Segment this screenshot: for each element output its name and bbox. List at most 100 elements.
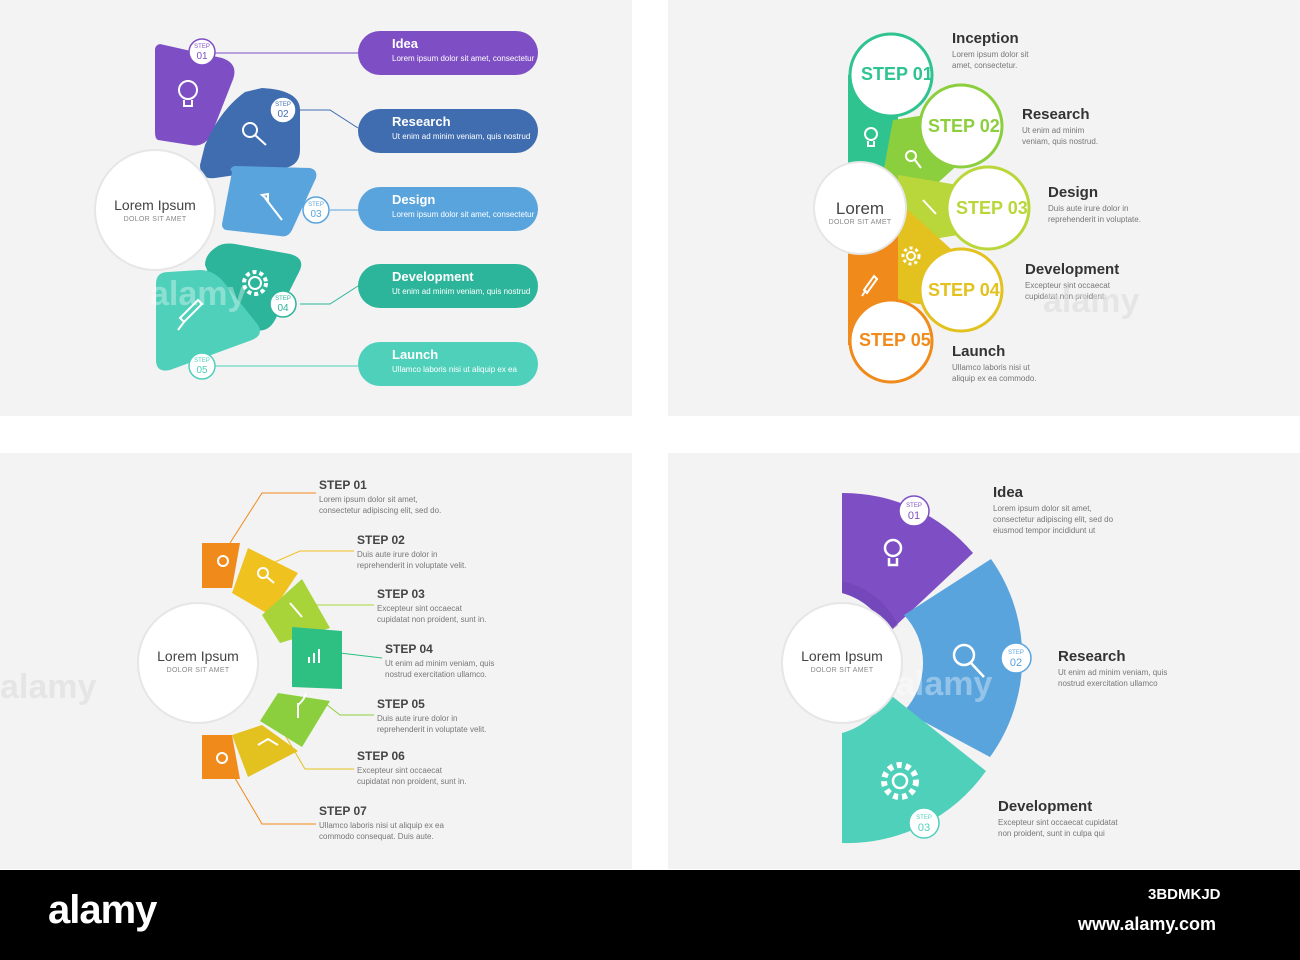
stock-footer-bar: alamy 3BDMKJD www.alamy.com [0, 870, 1300, 960]
pencil-icon [922, 199, 937, 215]
panel-4-graphic [781, 492, 1032, 844]
badge-word: STEP [1008, 650, 1024, 656]
center-title: Lorem Ipsum [801, 648, 883, 664]
rocket-icon [177, 298, 204, 331]
center-circle [137, 602, 259, 724]
step-3-title: STEP 03 [377, 587, 425, 601]
panel-2-infographic: STEP 01 STEP 02 STEP 03 STEP 04 STEP 05 … [668, 0, 1300, 416]
panel-1-infographic: STEP 01 STEP 02 STEP 03 STEP 04 STEP 05 … [0, 0, 632, 416]
center-circle [781, 602, 903, 724]
badge-word: STEP [275, 296, 291, 302]
step-3-shape [222, 166, 317, 237]
step-2-label: STEP 02 [928, 116, 1000, 136]
badge-word: STEP [194, 358, 210, 364]
step-2-title: Research [1022, 106, 1090, 123]
step-5-segment [260, 693, 330, 747]
step-4-pill: Development Ut enim ad minim veniam, qui… [358, 264, 538, 308]
panel-3-infographic: Lorem Ipsum DOLOR SIT AMET STEP 01 Lorem… [0, 453, 632, 869]
badge-word: STEP [308, 202, 324, 208]
step-1-title: Idea [993, 484, 1024, 501]
badge-number: 01 [196, 51, 208, 62]
step-5-title: Launch [952, 343, 1006, 360]
step-1-pill: Idea Lorem ipsum dolor sit amet, consect… [358, 31, 538, 75]
step-1-desc: Lorem ipsum dolor sit amet,consectetur a… [319, 495, 442, 515]
step-2-sector [904, 559, 1023, 757]
panel-3-graphic [137, 492, 383, 825]
badge-number: 05 [196, 365, 208, 376]
badge-number: 01 [907, 510, 921, 522]
step-5-shape [156, 270, 260, 371]
step-4-segment [292, 627, 342, 689]
step-3-title: Design [392, 192, 436, 207]
step-3-badge-text: STEP 03 [909, 813, 939, 834]
step-1-circle [848, 32, 934, 118]
step-1-label: STEP 01 [861, 64, 933, 84]
center-title: Lorem Ipsum [157, 648, 239, 664]
step-1-badge [188, 38, 216, 66]
step-4-label: STEP 04 [928, 280, 1000, 300]
step-3-label: STEP 03 [956, 198, 1028, 218]
pencil-icon [289, 602, 303, 618]
step-2-badge [1000, 642, 1032, 674]
step-5-pill: Launch Ullamco laboris nisi ut aliquip e… [358, 342, 538, 386]
badge-word: STEP [916, 815, 932, 821]
badge-number: 03 [917, 822, 931, 834]
step-3-circle [945, 165, 1031, 251]
step-4-badge-text: STEP 04 [270, 295, 296, 314]
step-5-badge-text: STEP 05 [189, 357, 215, 376]
center-circle [94, 149, 216, 271]
step-5-desc: Ullamco laboris nisi ut aliquip ex ea [392, 365, 517, 374]
step-6-title: STEP 06 [357, 749, 405, 763]
handshake-icon [257, 737, 279, 746]
panel-1-graphic [94, 38, 359, 380]
step-1-title: STEP 01 [319, 478, 367, 492]
step-3-sector [842, 693, 986, 844]
step-7-segment [202, 735, 240, 779]
image-id: 3BDMKJD [1148, 886, 1221, 903]
magnifier-icon [257, 567, 275, 584]
step-4-circle [918, 247, 1004, 333]
step-1-title: Idea [392, 36, 419, 51]
step-4-badge [269, 290, 297, 318]
site-url[interactable]: www.alamy.com [1078, 914, 1217, 934]
step-3-badge [302, 196, 330, 224]
gear-icon [881, 762, 919, 800]
center-circle [813, 161, 907, 255]
step-3-title: Design [1048, 184, 1099, 201]
step-1-badge-text: STEP 01 [189, 43, 215, 62]
gear-icon [901, 246, 921, 266]
panel-2-graphic [813, 32, 1031, 384]
step-7-title: STEP 07 [319, 804, 367, 818]
step-2-pill: Research Ut enim ad minim veniam, quis n… [358, 109, 538, 153]
badge-word: STEP [275, 102, 291, 108]
watermark: alamy [0, 668, 97, 706]
step-3-badge [908, 807, 940, 839]
sprout-icon [297, 692, 307, 718]
step-6-segment [232, 725, 298, 777]
step-3-title: Development [998, 798, 1093, 815]
step-1-badge [898, 495, 930, 527]
magnifier-icon [905, 150, 922, 169]
step-4-title: STEP 04 [385, 642, 433, 656]
step-4-title: Development [1025, 261, 1120, 278]
watermark: alamy [896, 665, 993, 703]
lightbulb-icon [178, 80, 198, 107]
badge-number: 02 [277, 109, 289, 120]
center-subtitle: DOLOR SIT AMET [123, 216, 187, 223]
pencil-icon [259, 192, 283, 221]
step-5-title: STEP 05 [377, 697, 425, 711]
alamy-logo: alamy [48, 888, 157, 932]
magnifier-icon [952, 643, 985, 678]
badge-word: STEP [906, 503, 922, 509]
step-2-circle [918, 83, 1004, 169]
watermark: alamy [1043, 282, 1140, 320]
